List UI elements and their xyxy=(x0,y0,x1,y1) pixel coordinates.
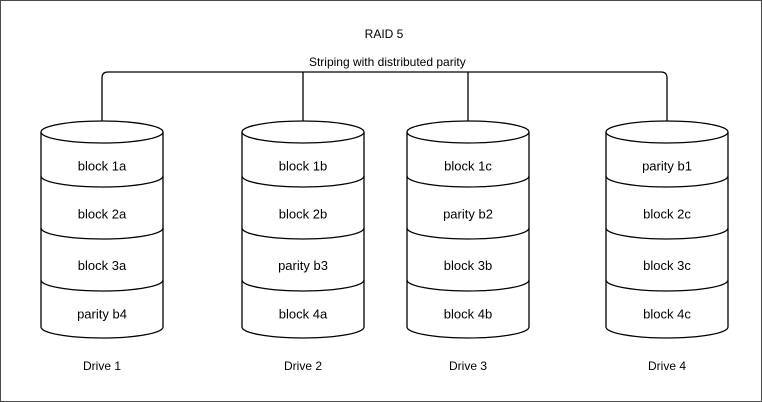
block-label: parity b3 xyxy=(278,258,328,273)
cylinder-top-ellipse xyxy=(406,120,530,144)
drive-label: Drive 4 xyxy=(648,359,686,373)
block-divider-arc xyxy=(605,175,729,188)
block-label: block 3c xyxy=(643,258,691,273)
cylinder-bottom-arc xyxy=(605,326,729,339)
block-label: block 3b xyxy=(444,258,492,273)
block-divider-arc xyxy=(40,175,164,188)
cylinder-bottom-arc xyxy=(406,326,530,339)
block-label: block 1b xyxy=(279,159,327,174)
diagram-subtitle: Striping with distributed parity xyxy=(308,55,466,69)
block-divider-arc xyxy=(605,279,729,292)
block-divider-arc xyxy=(406,279,530,292)
drive-group: block 1c parity b2 block 3b block 4b Drive 3 xyxy=(406,120,530,373)
diagram-title-block: RAID 5 Striping with distributed parity xyxy=(7,27,761,69)
block-label: block 4a xyxy=(279,307,328,322)
cylinder-top-ellipse xyxy=(241,120,365,144)
block-label: parity b1 xyxy=(642,159,692,174)
block-divider-arc xyxy=(406,227,530,240)
block-divider-arc xyxy=(40,279,164,292)
cylinder-top-ellipse xyxy=(605,120,729,144)
block-label: block 2a xyxy=(78,207,127,222)
block-label: parity b2 xyxy=(443,207,493,222)
block-label: block 3a xyxy=(78,258,127,273)
drive-label: Drive 2 xyxy=(284,359,322,373)
drive-label: Drive 1 xyxy=(83,359,121,373)
block-label: block 1a xyxy=(78,159,127,174)
drive-group: block 1a block 2a block 3a parity b4 Drive 1 xyxy=(40,120,164,373)
block-divider-arc xyxy=(406,175,530,188)
block-divider-arc xyxy=(605,227,729,240)
block-label: block 4b xyxy=(444,307,492,322)
block-divider-arc xyxy=(241,175,365,188)
block-divider-arc xyxy=(40,227,164,240)
drive-label: Drive 3 xyxy=(449,359,487,373)
cylinder-bottom-arc xyxy=(40,326,164,339)
block-divider-arc xyxy=(241,279,365,292)
connector-line xyxy=(101,71,668,122)
drive-group: block 1b block 2b parity b3 block 4a Drive 2 xyxy=(241,120,365,373)
drive-group: parity b1 block 2c block 3c block 4c Drive 4 xyxy=(605,120,729,373)
block-label: parity b4 xyxy=(77,307,127,322)
block-label: block 2b xyxy=(279,207,327,222)
block-label: block 2c xyxy=(643,207,691,222)
cylinder-top-ellipse xyxy=(40,120,164,144)
block-label: block 1c xyxy=(444,159,492,174)
block-label: block 4c xyxy=(643,307,691,322)
diagram-title: RAID 5 xyxy=(364,27,404,41)
block-divider-arc xyxy=(241,227,365,240)
cylinder-bottom-arc xyxy=(241,326,365,339)
